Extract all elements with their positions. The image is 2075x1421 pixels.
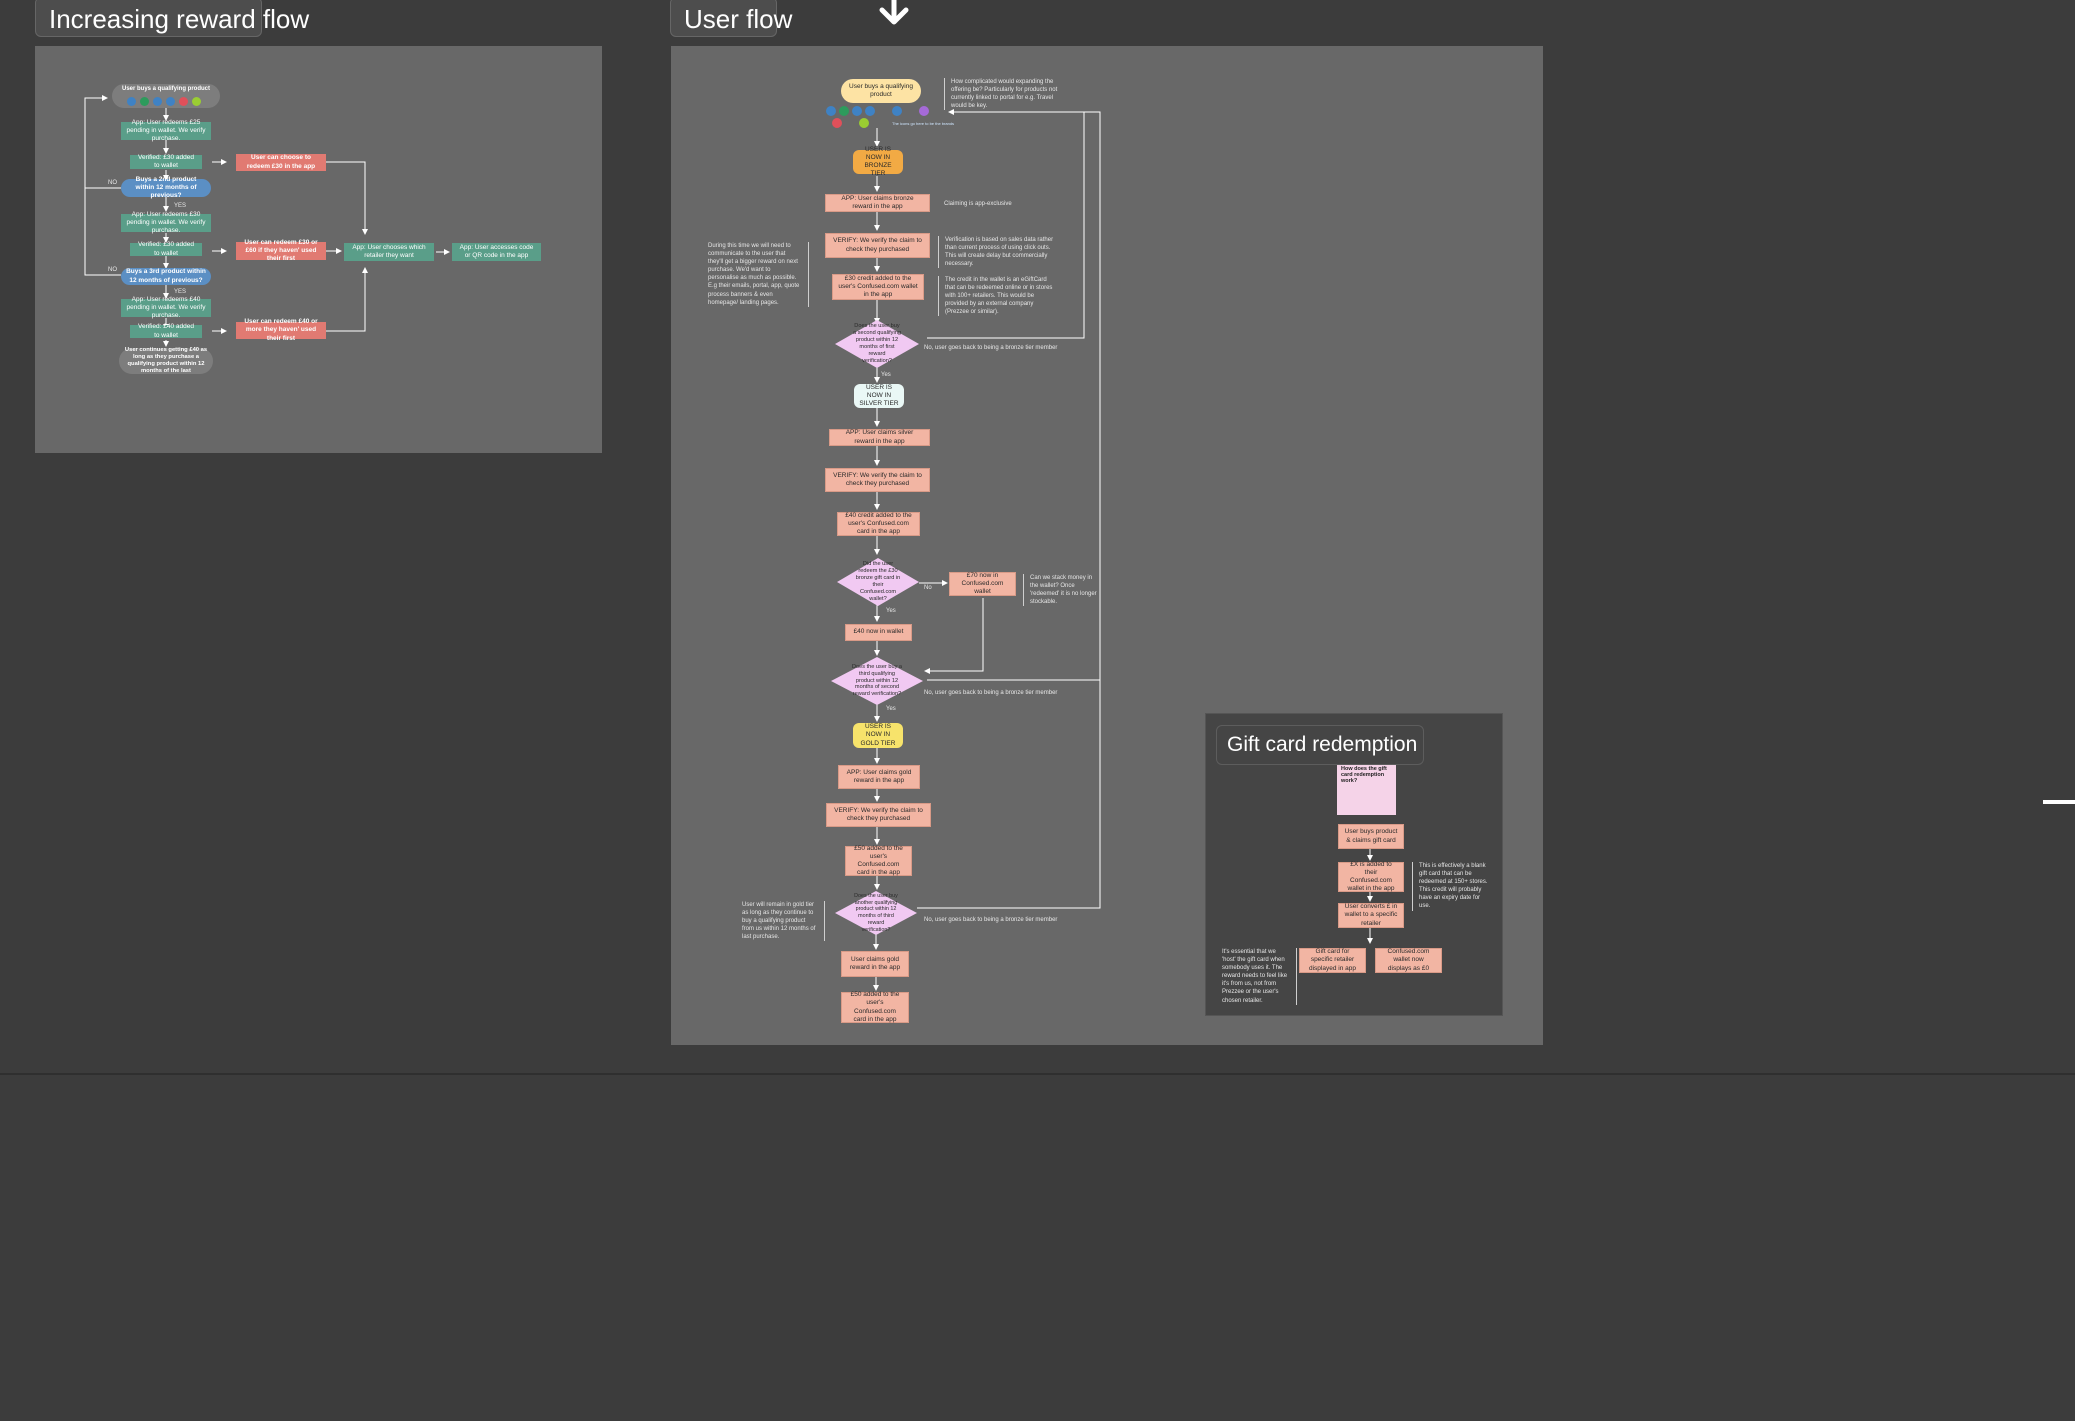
credit-30-added[interactable]: £30 credit added to the user's Confused.…	[832, 274, 924, 300]
no-bronze-label-3: No, user goes back to being a bronze tie…	[924, 917, 1058, 923]
life-icon	[919, 106, 929, 116]
bottom-divider	[0, 1073, 2075, 1075]
arrow-down-icon	[879, 0, 909, 25]
home-icon	[839, 106, 849, 116]
credit-50-added[interactable]: £50 added to the user's Confused.com car…	[845, 845, 912, 876]
gold-tier-badge[interactable]: USER IS NOW IN GOLD TIER	[853, 723, 903, 748]
reward-choose-3[interactable]: User can redeem £40 or more they haven' …	[236, 318, 326, 342]
reward-no-label-2: NO	[108, 267, 117, 273]
credit-50-added-2[interactable]: £50 added to the user's Confused.com car…	[841, 991, 909, 1023]
question-third-product[interactable]: Does the user buy a third qualifying pro…	[831, 657, 923, 705]
user-start-pill[interactable]: User buys a qualifying product	[841, 79, 921, 103]
yes-label-1: Yes	[881, 372, 891, 378]
verify-claim-1[interactable]: VERIFY: We verify the claim to check the…	[825, 233, 930, 258]
claim-gold-reward-2[interactable]: User claims gold reward in the app	[841, 951, 909, 977]
verify-claim-2[interactable]: VERIFY: We verify the claim to check the…	[825, 468, 930, 492]
reward-flow-title[interactable]: Increasing reward flow	[35, 0, 309, 37]
note-remain-gold: User will remain in gold tier as long as…	[742, 901, 825, 942]
pet-icon	[859, 118, 869, 128]
car-icon	[826, 106, 836, 116]
verify-claim-3[interactable]: VERIFY: We verify the claim to check the…	[826, 803, 931, 827]
bike-icon	[166, 97, 175, 106]
gift-card-displayed[interactable]: Gift card for specific retailer displaye…	[1299, 948, 1366, 973]
reward-end-pill[interactable]: User continues getting £40 as long as th…	[119, 347, 213, 374]
no-bronze-label-1: No, user goes back to being a bronze tie…	[924, 345, 1058, 351]
note-blank-gift-card: This is effectively a blank gift card th…	[1412, 862, 1491, 911]
question-second-product[interactable]: Does the user buy a second qualifying pr…	[835, 320, 919, 368]
silver-tier-badge[interactable]: USER IS NOW IN SILVER TIER	[854, 384, 904, 408]
question-third-product-text: Does the user buy a third qualifying pro…	[851, 663, 903, 698]
reward-yes-label-1: YES	[174, 203, 187, 209]
icons-legend: The icons go here to be the brands	[892, 121, 955, 126]
reward-access-code[interactable]: App: User accesses code or QR code in th…	[452, 243, 541, 261]
yes-label-3: Yes	[886, 706, 896, 712]
reward-app-redeem-2[interactable]: App: User redeems £30 pending in wallet.…	[121, 211, 211, 234]
bronze-tier-badge[interactable]: USER IS NOW IN BRONZE TIER	[853, 146, 903, 177]
note-communicate: During this time we will need to communi…	[708, 242, 809, 307]
wallet-40[interactable]: £40 now in wallet	[845, 624, 912, 641]
reward-verified-1[interactable]: Verified: £30 added to wallet	[130, 154, 202, 169]
no-label-redeem: No	[924, 585, 932, 591]
reward-choose-retailer[interactable]: App: User chooses which retailer they wa…	[344, 243, 434, 261]
claim-gold-reward[interactable]: APP: User claims gold reward in the app	[838, 765, 920, 789]
reward-no-label-1: NO	[108, 180, 117, 186]
van-icon	[852, 106, 862, 116]
gift-sticky-note[interactable]: How does the gift card redemption work?	[1337, 762, 1396, 815]
claim-silver-reward[interactable]: APP: User claims silver reward in the ap…	[829, 429, 930, 446]
reward-question-3rd[interactable]: Buys a 3rd product within 12 months of p…	[121, 268, 211, 285]
gift-buys-product[interactable]: User buys product & claims gift card	[1338, 824, 1404, 849]
reward-flow-panel: User buys a qualifying product App: User…	[35, 46, 602, 453]
travel-icon	[832, 118, 842, 128]
user-flow-title[interactable]: User flow	[670, 0, 792, 37]
reward-app-redeem-3[interactable]: App: User redeems £40 pending in wallet.…	[121, 296, 211, 319]
question-another-product[interactable]: Does the user buy another qualifying pro…	[835, 891, 917, 935]
question-another-product-text: Does the user buy another qualifying pro…	[854, 892, 898, 933]
reward-yes-label-2: YES	[174, 289, 187, 295]
car-icon	[127, 97, 136, 106]
no-bronze-label-2: No, user goes back to being a bronze tie…	[924, 690, 1058, 696]
note-verification: Verification is based on sales data rath…	[938, 236, 1057, 269]
gift-card-panel: How does the gift card redemption work? …	[1205, 713, 1503, 1016]
note-app-exclusive: Claiming is app-exclusive	[944, 201, 1012, 207]
yes-label-2: Yes	[886, 608, 896, 614]
gift-x-added[interactable]: £X is added to their Confused.com wallet…	[1338, 861, 1404, 892]
note-stack-money: Can we stack money in the wallet? Once '…	[1023, 574, 1098, 607]
bike-icon	[865, 106, 875, 116]
gift-card-title[interactable]: Gift card redemption	[1216, 725, 1424, 765]
question-redeem-bronze-text: Did the user redeem the £30 bronze gift …	[855, 561, 901, 602]
home-icon	[140, 97, 149, 106]
gift-wallet-zero[interactable]: Confused.com wallet now displays as £0	[1375, 948, 1442, 973]
travel-icon	[179, 97, 188, 106]
pet-icon	[192, 97, 201, 106]
note-egiftcard: The credit in the wallet is an eGiftCard…	[938, 276, 1057, 317]
claim-bronze-reward[interactable]: APP: User claims bronze reward in the ap…	[825, 194, 930, 212]
van-icon	[153, 97, 162, 106]
reward-choose-1[interactable]: User can choose to redeem £30 in the app	[236, 154, 326, 171]
wallet-70[interactable]: £70 now in Confused.com wallet	[949, 572, 1016, 596]
question-redeem-bronze[interactable]: Did the user redeem the £30 bronze gift …	[837, 558, 919, 606]
question-second-product-text: Does the user buy a second qualifying pr…	[853, 323, 901, 364]
reward-question-2nd[interactable]: Buys a 2nd product within 12 months of p…	[121, 176, 211, 199]
reward-choose-2[interactable]: User can redeem £30 or £60 if they haven…	[236, 239, 326, 262]
credit-40-added[interactable]: £40 credit added to the user's Confused.…	[837, 512, 920, 536]
reward-verified-2[interactable]: Verified: £30 added to wallet	[130, 241, 202, 257]
edge-connector	[2043, 800, 2075, 804]
reward-verified-3[interactable]: Verified: £40 added to wallet	[130, 323, 202, 339]
gift-sticky-note-text: How does the gift card redemption work?	[1341, 766, 1387, 784]
reward-app-redeem-1[interactable]: App: User redeems £25 pending in wallet.…	[121, 119, 211, 142]
note-expanding-offering: How complicated would expanding the offe…	[944, 78, 1061, 111]
note-host-gift-card: It's essential that we 'host' the gift c…	[1222, 948, 1297, 1005]
heart-icon	[892, 106, 902, 116]
gift-converts[interactable]: User converts £ in wallet to a specific …	[1338, 903, 1404, 928]
